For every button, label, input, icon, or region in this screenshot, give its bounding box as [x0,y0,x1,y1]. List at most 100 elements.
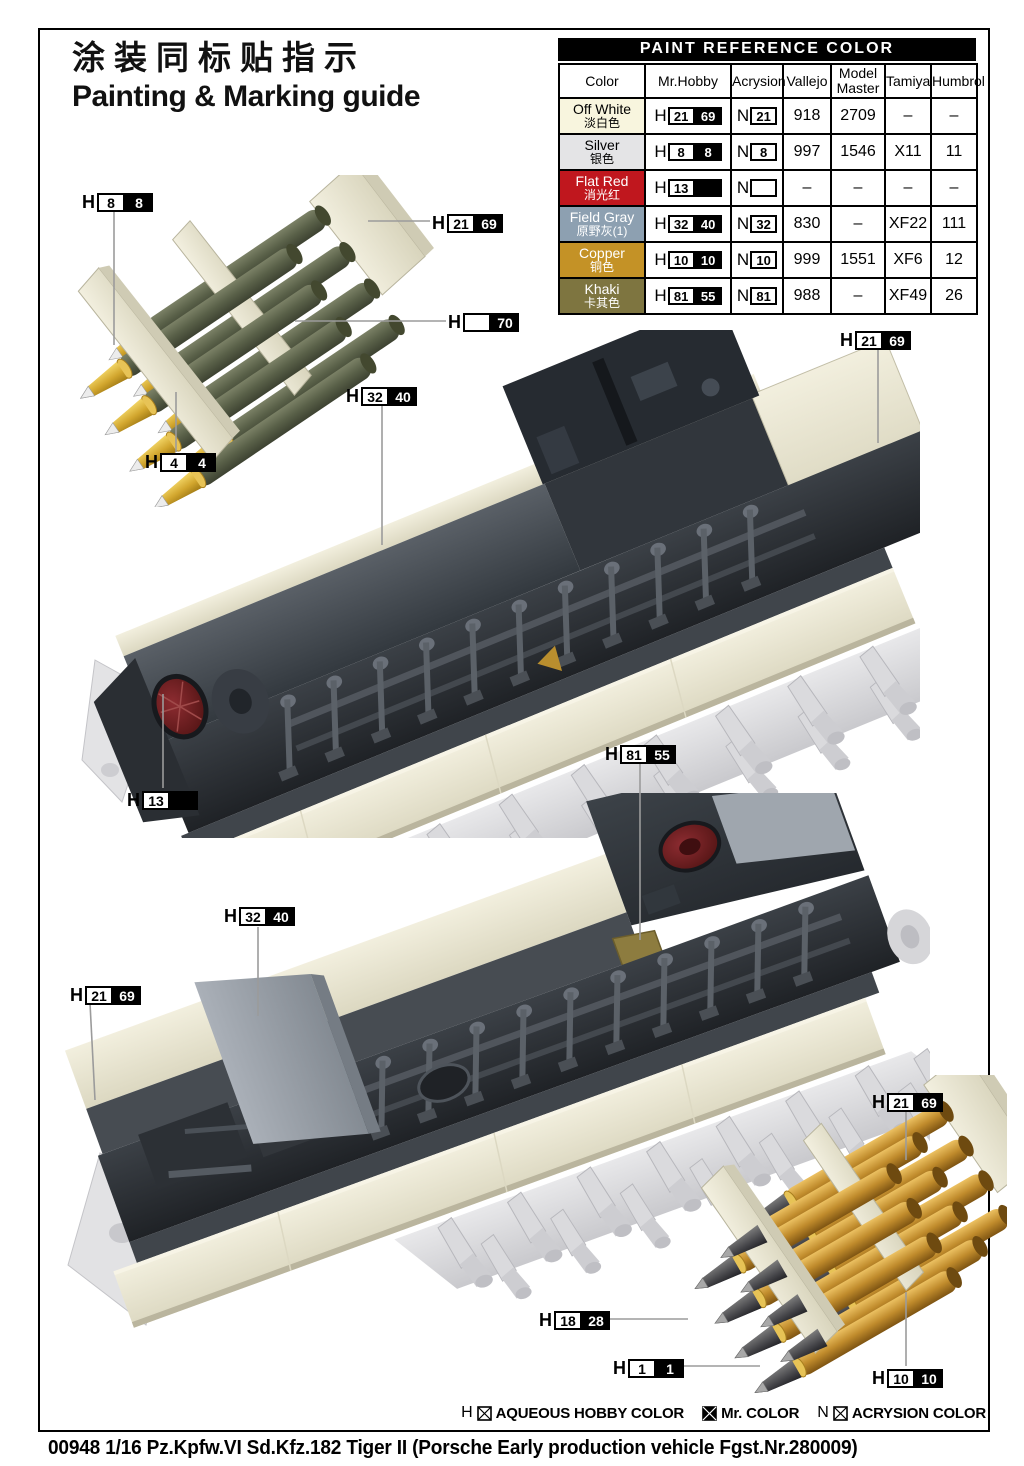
legend-prefix: N [817,1404,829,1421]
kit-title: 00948 1/16 Pz.Kpfw.VI Sd.Kfz.182 Tiger I… [48,1436,858,1459]
callout-mr-color-box: 69 [883,331,911,350]
title-block: 涂装同标贴指示 Painting & Marking guide [72,39,421,114]
callout-aqueous-box: 1 [628,1359,656,1378]
callout-aqueous-box: 4 [160,453,188,472]
paint-table-column-header: Model Master [830,63,886,99]
paint-table-column-header: Tamiya [884,63,932,99]
callout-mr-color-box: 69 [915,1093,943,1112]
callout-mr-color-box: 1 [656,1359,684,1378]
callout-prefix: H [82,192,95,212]
model-master-cell: – [830,205,886,243]
color-name: Copper [579,245,625,262]
filled-crossed-box-icon [702,1405,717,1421]
callout-aqueous-box: 21 [85,986,113,1005]
model-master-cell: 1546 [830,133,886,171]
callout-aqueous-box: 32 [239,907,267,926]
hull2-body [64,793,930,1328]
callout-aqueous-box: 10 [887,1369,915,1388]
humbrol-cell: 26 [930,277,978,315]
humbrol-cell: 11 [930,133,978,171]
callout-mr-color-box: 40 [389,387,417,406]
humbrol-cell: – [930,169,978,207]
tamiya-cell: XF22 [884,205,932,243]
callout-prefix: H [840,330,853,350]
vallejo-cell: 918 [782,97,832,135]
color-name-chinese: 银色 [589,152,614,167]
callout-mr-color-box: 4 [188,453,216,472]
callout-aqueous-box [463,313,491,332]
color-name-chinese: 原野灰(1) [576,224,628,239]
paint-table-column-header: Mr.Hobby [644,63,732,99]
legend-label: Mr. COLOR [721,1404,800,1422]
vallejo-cell: 997 [782,133,832,171]
callout-aqueous-box: 21 [855,331,883,350]
color-name-chinese: 消光红 [583,188,620,203]
callout-prefix: H [539,1310,552,1330]
model-master-cell: 1551 [830,241,886,279]
ammo-rack-illustration-top [73,175,434,507]
callout-prefix: H [346,386,359,406]
color-name: Khaki [584,281,620,298]
callout-mr-color-box: 55 [648,745,676,764]
callout-prefix: H [872,1368,885,1388]
callout-prefix: H [605,744,618,764]
tamiya-cell: XF6 [884,241,932,279]
vallejo-cell: 830 [782,205,832,243]
color-name-chinese: 卡其色 [583,296,620,311]
callout-prefix: H [127,790,140,810]
callout-mr-color-box: 69 [113,986,141,1005]
vallejo-cell: 999 [782,241,832,279]
paint-table-column-header: Acrysion [730,63,786,99]
acrysion-cell: N [730,169,784,207]
legend-label: AQUEOUS HOBBY COLOR [495,1404,685,1422]
paint-table-column-header: Vallejo [782,63,832,99]
tamiya-cell: X11 [884,133,932,171]
legend-label: ACRYSION COLOR [851,1404,986,1422]
color-system-legend: H AQUEOUS HOBBY COLOR Mr. COLOR N ACRYSION C… [450,1404,986,1422]
callout-prefix: H [70,985,83,1005]
callout-prefix: H [613,1358,626,1378]
callout-prefix: H [872,1092,885,1112]
callout-mr-color-box: 10 [915,1369,943,1388]
paint-table-title: PAINT REFERENCE COLOR [558,38,976,61]
page-border [38,28,990,1432]
legend-item: N ACRYSION COLOR [817,1404,986,1422]
callout-aqueous-box: 21 [447,214,475,233]
callout-aqueous-box: 18 [554,1311,582,1330]
paint-table-column-header: Color [558,63,646,99]
callout-mr-color-box [170,791,198,810]
outline-crossed-box-icon [833,1405,848,1421]
callout-prefix: H [432,213,445,233]
legend-prefix: H [461,1404,473,1421]
callout-mr-color-box: 28 [582,1311,610,1330]
callout-mr-color-box: 40 [267,907,295,926]
color-name-chinese: 铜色 [589,260,614,275]
model-master-cell: 2709 [830,97,886,135]
tamiya-cell: – [884,97,932,135]
